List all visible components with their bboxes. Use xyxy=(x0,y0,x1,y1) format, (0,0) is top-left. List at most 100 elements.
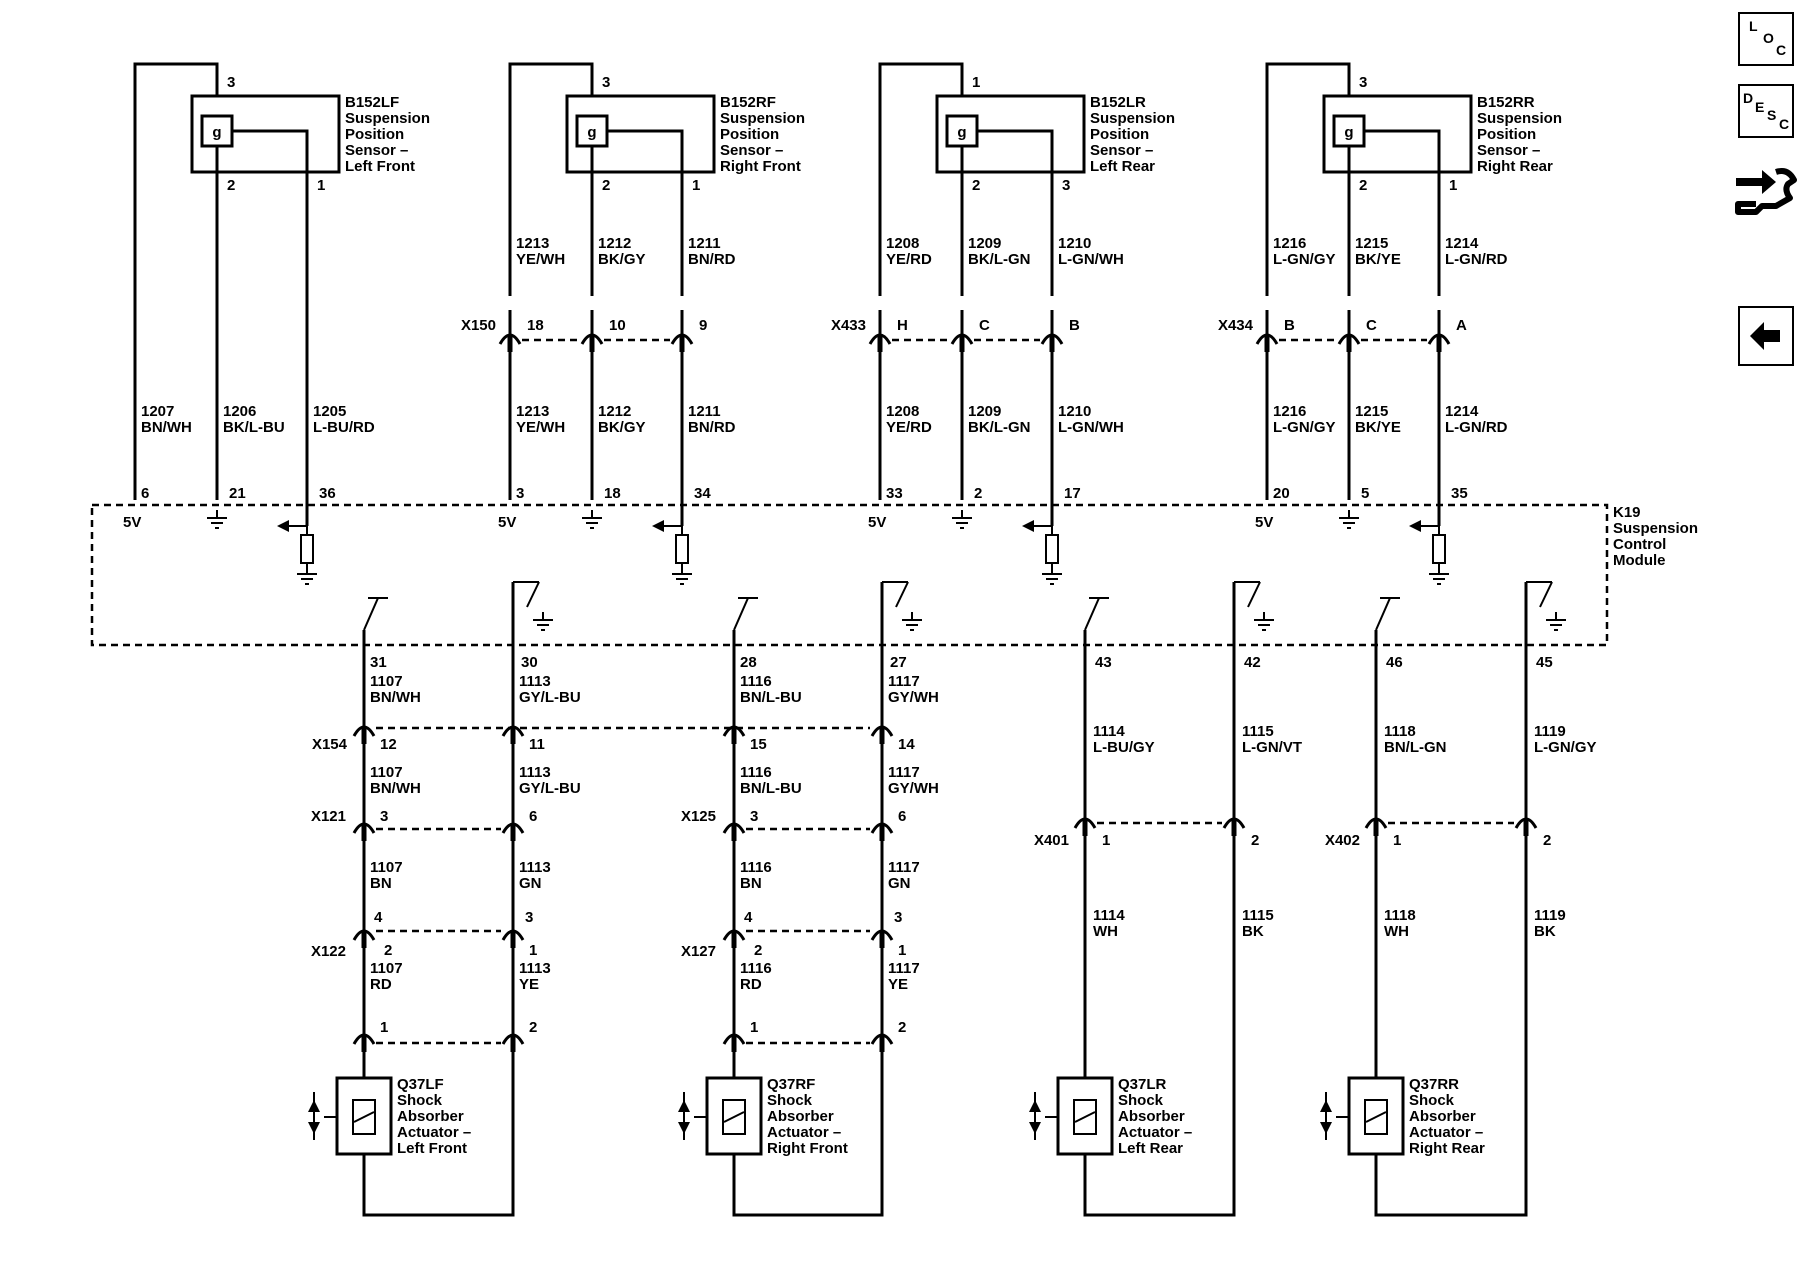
wire-upper-color: L-GN/GY xyxy=(1273,251,1336,268)
module-pin: 34 xyxy=(694,485,711,502)
sensor-name: Suspension xyxy=(1090,110,1175,127)
connector-terminal xyxy=(352,929,376,941)
wire-w1-color: GY/WH xyxy=(888,689,939,706)
connector-pin xyxy=(361,728,367,744)
wire-w2-color: BK xyxy=(1534,923,1556,940)
module-pin: 46 xyxy=(1386,654,1403,671)
module-pin: 20 xyxy=(1273,485,1290,502)
wire-w2-circuit: 1115 xyxy=(1242,907,1274,924)
connector-pin: 1 xyxy=(380,1019,388,1036)
sensor-pin: 1 xyxy=(972,74,980,91)
sensor-glyph: g xyxy=(212,124,221,141)
wire-upper-color: BK/GY xyxy=(598,251,646,268)
connector-view-icon[interactable] xyxy=(1732,160,1798,222)
connector-pin xyxy=(1523,820,1529,836)
wire-w4-color: RD xyxy=(370,976,392,993)
wire-upper-color: YE/WH xyxy=(516,251,565,268)
wire-w1-circuit: 1116 xyxy=(740,673,772,690)
wire-w4-color: YE xyxy=(888,976,908,993)
module-pin: 17 xyxy=(1064,485,1081,502)
driver-switch xyxy=(1084,597,1100,631)
connector-terminal xyxy=(722,1033,746,1045)
sensor-name: Position xyxy=(720,126,779,143)
wire-lower-circuit: 1212 xyxy=(598,403,631,420)
sensor-name: Right Front xyxy=(720,158,801,175)
wire-upper-circuit: 1208 xyxy=(886,235,919,252)
loc-label-l: L xyxy=(1749,18,1758,34)
connector-pin: 2 xyxy=(529,1019,537,1036)
wire-upper-circuit: 1213 xyxy=(516,235,549,252)
driver-switch xyxy=(1375,597,1391,631)
actuator-id: Q37LR xyxy=(1118,1076,1167,1093)
wire-lower-circuit: 1214 xyxy=(1445,403,1479,420)
sensor-name: Suspension xyxy=(720,110,805,127)
connector-id: X125 xyxy=(681,808,716,825)
connector-terminal xyxy=(722,822,746,834)
wire-upper-color: BK/L-GN xyxy=(968,251,1031,268)
sensor-internal xyxy=(1364,129,1441,172)
connector-pin xyxy=(507,336,513,352)
wire-lower-color: BK/L-GN xyxy=(968,419,1031,436)
connector-gap xyxy=(498,296,522,310)
wire-w2-circuit: 1117 xyxy=(888,764,920,781)
connector-pin: 2 xyxy=(1251,832,1259,849)
module-pin: 36 xyxy=(319,485,336,502)
connector-pin xyxy=(731,1036,737,1052)
supply-label: 5V xyxy=(1255,514,1273,531)
sensor-name: Suspension xyxy=(1477,110,1562,127)
connector-pin: A xyxy=(1456,317,1467,334)
sensor-name: Sensor – xyxy=(1477,142,1540,159)
connector-terminal xyxy=(1073,817,1097,829)
connector-terminal xyxy=(501,1033,525,1045)
actuator-return xyxy=(732,1040,884,1217)
wire-w2-color: WH xyxy=(1093,923,1118,940)
actuator-name: Absorber xyxy=(1118,1108,1185,1125)
connector-pin xyxy=(1264,336,1270,352)
connector-terminal xyxy=(670,333,694,345)
connector-pin xyxy=(879,728,885,744)
desc-label-d: D xyxy=(1743,90,1754,106)
wire-w1-color: BN/L-GN xyxy=(1384,739,1447,756)
wire-w4-circuit: 1107 xyxy=(370,960,403,977)
sensor-pin: 1 xyxy=(692,177,700,194)
wire-upper-circuit: 1215 xyxy=(1355,235,1388,252)
connector-pin xyxy=(1231,820,1237,836)
sensor-id: B152RF xyxy=(720,94,776,111)
loc-button[interactable]: L O C xyxy=(1738,12,1794,66)
wire-w2-color: BK xyxy=(1242,923,1264,940)
actuator-coil xyxy=(1073,1099,1097,1135)
actuator-name: Shock xyxy=(1409,1092,1455,1109)
wire-lower-color: BK/GY xyxy=(598,419,646,436)
actuator-id: Q37RR xyxy=(1409,1076,1459,1093)
desc-button[interactable]: D E S C xyxy=(1738,84,1794,138)
connector-terminal xyxy=(352,822,376,834)
connector-terminal xyxy=(1255,333,1279,345)
wire-w4-color: RD xyxy=(740,976,762,993)
sensor-glyph: g xyxy=(957,124,966,141)
wire-w1-circuit: 1118 xyxy=(1384,723,1416,740)
connector-id: X433 xyxy=(831,317,866,334)
actuator-coil xyxy=(1364,1099,1388,1135)
wire-lower-color: BN/WH xyxy=(141,419,192,436)
wire-lower-color: L-GN/GY xyxy=(1273,419,1336,436)
module-pin: 5 xyxy=(1361,485,1369,502)
connector-pin: B xyxy=(1069,317,1080,334)
wire-w3-circuit: 1116 xyxy=(740,859,772,876)
connector-pin: 3 xyxy=(750,808,758,825)
actuator-id: Q37RF xyxy=(767,1076,815,1093)
wire-w3-color: GN xyxy=(888,875,911,892)
module-pin: 35 xyxy=(1451,485,1468,502)
module-pin: 42 xyxy=(1244,654,1261,671)
connector-terminal xyxy=(870,822,894,834)
sensor-supply-wire xyxy=(133,62,219,500)
wire-w1-circuit: 1119 xyxy=(1534,723,1566,740)
back-button[interactable] xyxy=(1738,306,1794,366)
wire-upper-circuit: 1216 xyxy=(1273,235,1306,252)
connector-terminal xyxy=(498,333,522,345)
sensor-pin: 1 xyxy=(1449,177,1457,194)
connector-pin: C xyxy=(1366,317,1377,334)
module-pin: 45 xyxy=(1536,654,1553,671)
wire-lower-circuit: 1208 xyxy=(886,403,919,420)
wire-lower-circuit: 1211 xyxy=(688,403,721,420)
sensor-internal xyxy=(977,129,1054,172)
